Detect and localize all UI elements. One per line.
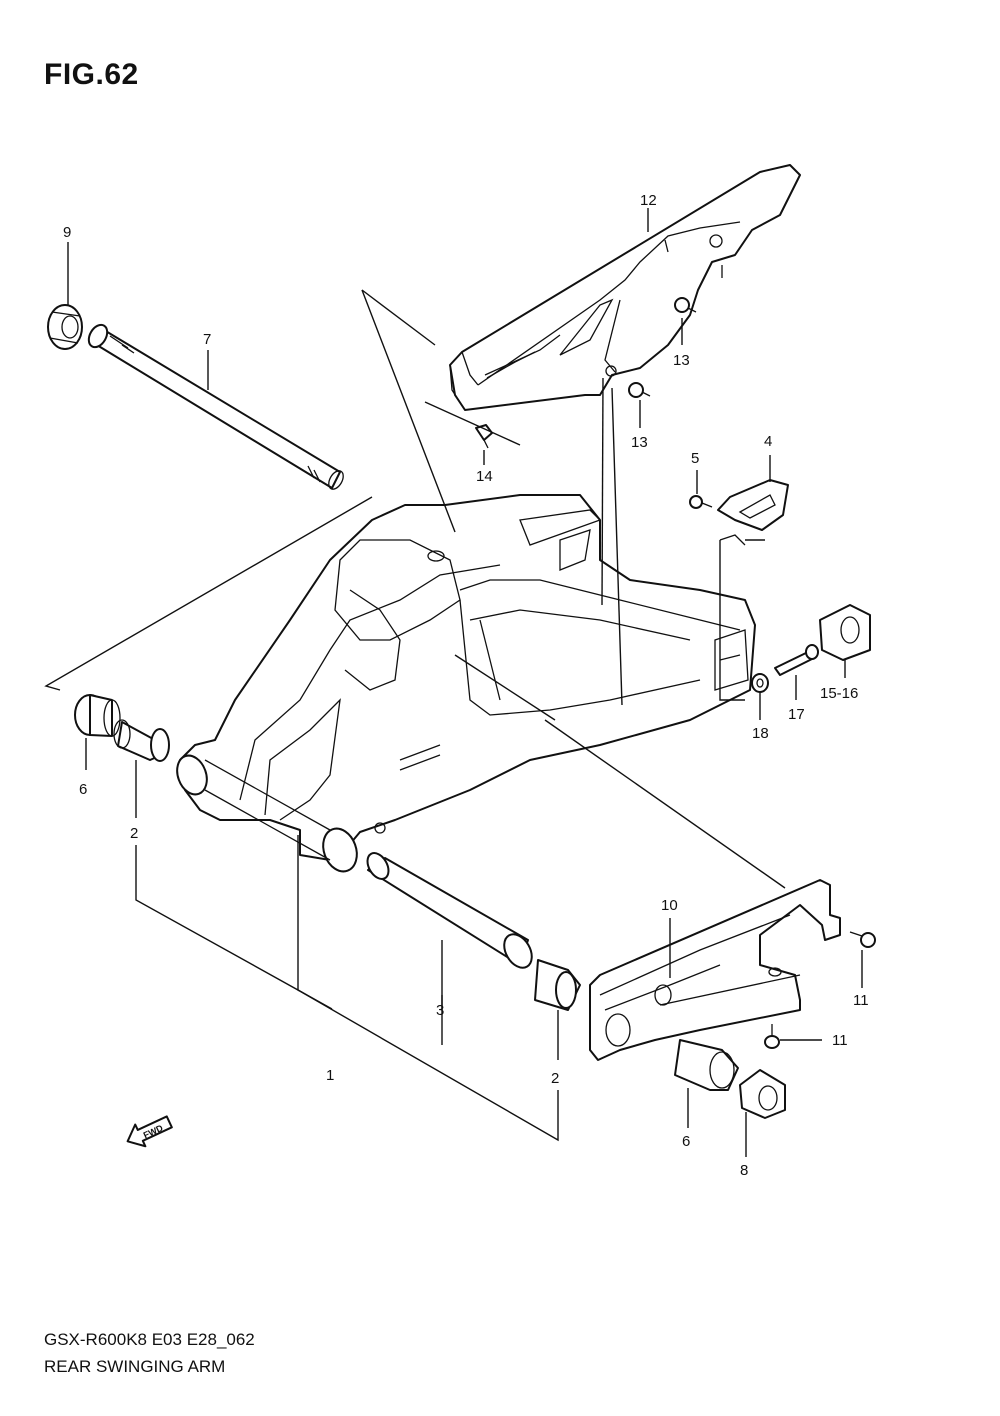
callout-labels: 12 9 7 13 13 14 5 4 15-16 17 18 6 2 10 1…	[63, 192, 869, 1179]
bolt-part	[689, 495, 713, 509]
callout-18: 18	[752, 725, 769, 742]
callout-12: 12	[640, 192, 657, 209]
bolt-part	[774, 644, 819, 676]
pivot-shaft-part	[87, 323, 344, 490]
callout-10: 10	[661, 897, 678, 914]
callout-6-right: 6	[682, 1133, 690, 1150]
callout-7: 7	[203, 331, 211, 348]
callout-8: 8	[740, 1162, 748, 1179]
callout-11-upper: 11	[853, 992, 869, 1009]
pivot-nut-part	[47, 304, 83, 350]
callout-13-upper: 13	[673, 352, 690, 369]
collar-part	[674, 1039, 739, 1091]
leader-lines	[44, 208, 863, 1157]
bolt-part	[674, 297, 697, 313]
callout-14: 14	[476, 468, 493, 485]
spacer-part	[366, 852, 533, 969]
axle-nut-part	[739, 1069, 786, 1119]
figure-title: FIG.62	[44, 58, 139, 91]
callout-1: 1	[326, 1067, 334, 1084]
callout-17: 17	[788, 706, 805, 723]
callout-3: 3	[436, 1002, 444, 1019]
chain-cover-part	[449, 164, 801, 411]
bearing-part	[534, 959, 581, 1011]
callout-4: 4	[764, 433, 772, 450]
callout-2-left: 2	[130, 825, 138, 842]
fwd-arrow-icon: FWD	[126, 1115, 173, 1148]
callout-5: 5	[691, 450, 699, 467]
callout-13-lower: 13	[631, 434, 648, 451]
callout-6-left: 6	[79, 781, 87, 798]
callout-2-right: 2	[551, 1070, 559, 1087]
collar-part	[74, 694, 121, 737]
bearing-part	[113, 719, 170, 762]
model-code: GSX-R600K8 E03 E28_062	[44, 1330, 255, 1349]
callout-15-16: 15-16	[820, 685, 858, 702]
clip-part	[717, 479, 789, 546]
figure-name: REAR SWINGING ARM	[44, 1357, 226, 1376]
bolt-part	[628, 382, 651, 398]
swingarm-body-part	[176, 494, 756, 873]
washer-part	[751, 673, 769, 693]
bolt-part	[849, 931, 876, 948]
callout-11-lower: 11	[832, 1032, 848, 1049]
adjuster-part	[819, 604, 871, 661]
bolt-part	[764, 1024, 780, 1049]
chain-buffer-part	[589, 879, 841, 1061]
callout-9: 9	[63, 224, 71, 241]
